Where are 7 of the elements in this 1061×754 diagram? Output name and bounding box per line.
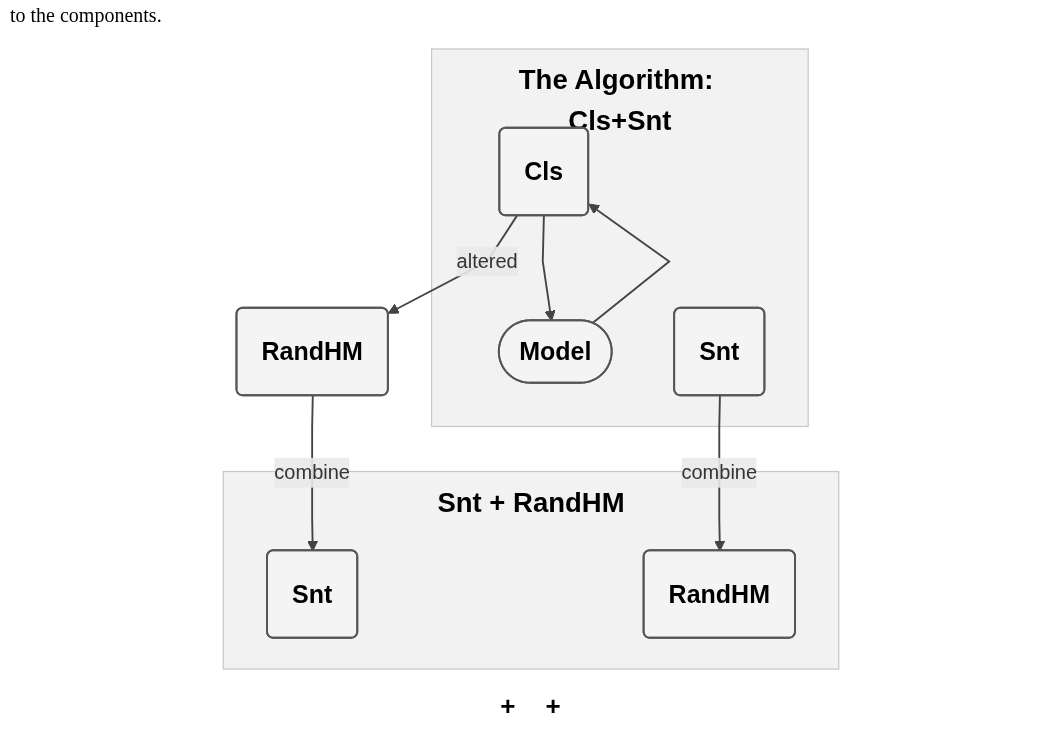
arrow — [387, 214, 518, 314]
plus-sign: + — [500, 691, 516, 722]
edge-label: altered — [456, 250, 518, 272]
plus-sign: + — [545, 691, 561, 722]
arrow — [587, 203, 671, 325]
arrow — [541, 214, 555, 322]
text-fragment: to the components. — [9, 3, 163, 29]
